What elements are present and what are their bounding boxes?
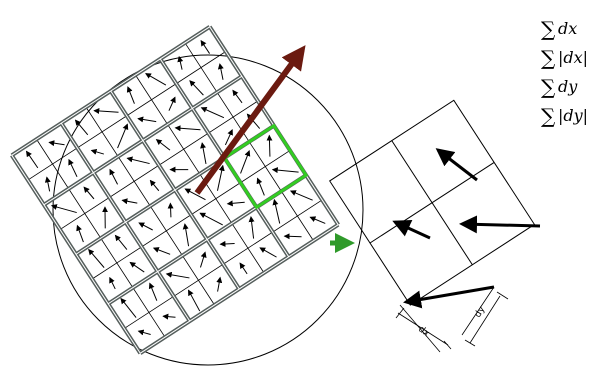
gradient-vector xyxy=(145,73,167,86)
gradient-vector xyxy=(224,129,233,146)
gradient-vector xyxy=(126,156,150,165)
gradient-vector xyxy=(216,276,223,292)
block-border-inner xyxy=(140,224,339,354)
gradient-vector xyxy=(256,177,265,196)
gradient-vector xyxy=(121,198,138,205)
gradient-vector xyxy=(309,216,326,224)
gradient-vector xyxy=(271,167,299,174)
gradient-vector xyxy=(248,215,255,239)
gradient-vector xyxy=(283,233,302,240)
gradient-vector xyxy=(138,222,153,231)
gradient-vector xyxy=(90,148,104,155)
gradient-vector xyxy=(200,107,225,119)
gradient-vector xyxy=(155,138,171,151)
gradient-vector xyxy=(182,223,190,247)
gradient-vector xyxy=(165,271,190,279)
gradient-vector xyxy=(102,206,109,229)
gradient-vector xyxy=(199,212,223,226)
zoom-vector xyxy=(392,220,431,240)
zoom-vectors xyxy=(392,148,541,309)
gradient-vector xyxy=(109,168,119,185)
gradient-vector xyxy=(266,134,273,157)
gradient-vector xyxy=(137,116,157,123)
sampling-circle xyxy=(52,54,364,366)
gradient-vector xyxy=(162,313,176,320)
gradient-vector xyxy=(168,96,176,111)
zoomed-subregion xyxy=(329,99,536,306)
zoom-vector xyxy=(459,215,541,234)
gradient-vector xyxy=(149,179,160,192)
formula-sigma-4: ∑ xyxy=(541,104,556,128)
gradient-vector xyxy=(232,89,243,104)
gradient-vector xyxy=(217,63,224,80)
gradient-vector xyxy=(188,289,201,312)
gradient-vector xyxy=(129,261,145,273)
gradient-vector xyxy=(239,262,248,275)
gradient-vector xyxy=(74,119,89,136)
gradient-vector xyxy=(120,297,137,318)
zoom-vector xyxy=(435,148,478,182)
highlighted-block xyxy=(222,123,309,210)
gradient-vector xyxy=(169,166,189,173)
gradient-vector xyxy=(50,204,77,214)
orientation-arrow xyxy=(194,45,306,195)
formula-sigma-3: ∑ xyxy=(541,75,556,99)
gradient-vector xyxy=(126,86,135,104)
gradient-vector xyxy=(76,224,84,243)
gradient-vector xyxy=(272,198,281,224)
gradient-vector xyxy=(259,247,277,258)
dy-label: dy xyxy=(473,304,488,319)
gradient-vector xyxy=(137,329,151,336)
gradient-vector xyxy=(177,55,184,70)
formula-term-1: dx xyxy=(558,19,577,38)
formula-term-2: |dx| xyxy=(558,48,588,67)
descriptor-formulas: ∑ dx ∑ |dx| ∑ dy ∑ |dy| xyxy=(541,17,588,128)
gradient-vector xyxy=(44,176,51,192)
gradient-vector xyxy=(152,247,171,255)
zoom-divider-h xyxy=(369,161,495,244)
gradient-vector xyxy=(200,142,207,165)
gradient-vector xyxy=(83,186,95,200)
gradient-vector xyxy=(25,150,39,169)
gradient-vector xyxy=(167,202,174,218)
gradient-vector xyxy=(114,234,128,250)
gradient-vector xyxy=(174,125,201,132)
gradient-vector xyxy=(48,140,65,147)
gradient-vector xyxy=(219,240,235,247)
formula-sigma-1: ∑ xyxy=(541,17,556,41)
gradient-vector xyxy=(289,190,313,201)
dx-dimension xyxy=(395,304,452,353)
gradient-vector xyxy=(184,188,206,201)
gradient-vector xyxy=(216,164,225,191)
dy-dimension xyxy=(461,286,509,347)
gradient-vector xyxy=(117,123,129,149)
formula-sigma-2: ∑ xyxy=(541,46,556,70)
gradient-vector xyxy=(148,282,158,301)
gradient-vector xyxy=(226,200,245,207)
formula-term-4: |dy| xyxy=(558,106,588,125)
gradient-vector xyxy=(199,251,207,268)
gradient-vector xyxy=(189,80,204,96)
gradient-vector xyxy=(88,248,105,268)
gradient-vector xyxy=(200,39,210,54)
formula-term-3: dy xyxy=(558,77,578,96)
oriented-grid xyxy=(10,25,340,355)
gradient-vector xyxy=(93,107,119,114)
gradient-vector xyxy=(109,276,116,290)
gradient-vector xyxy=(68,158,78,178)
zoom-vector xyxy=(403,285,495,309)
gradient-vector xyxy=(240,150,251,174)
